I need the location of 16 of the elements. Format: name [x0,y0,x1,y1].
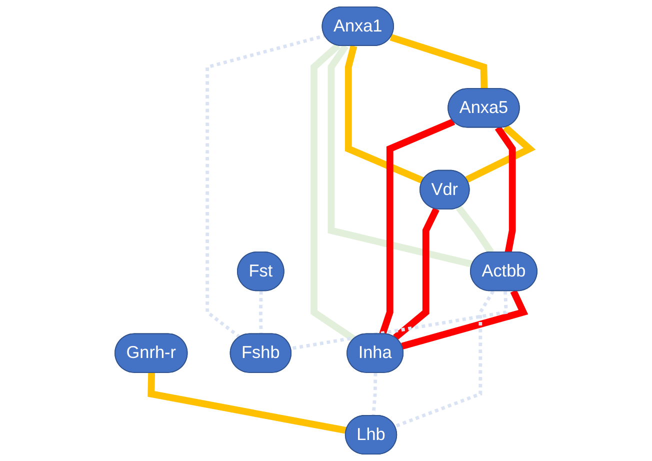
connector [310,43,356,342]
connector [290,291,508,350]
connector [258,291,263,334]
connector [344,45,424,184]
connector [494,126,516,254]
connector [401,290,528,350]
connector [390,34,488,90]
connector [206,34,326,338]
connector [328,44,474,268]
connector [379,118,456,336]
connector [465,124,536,183]
connector [148,372,347,434]
connector [456,205,494,254]
connector [372,372,378,416]
connector [394,290,495,428]
connector [393,208,440,340]
